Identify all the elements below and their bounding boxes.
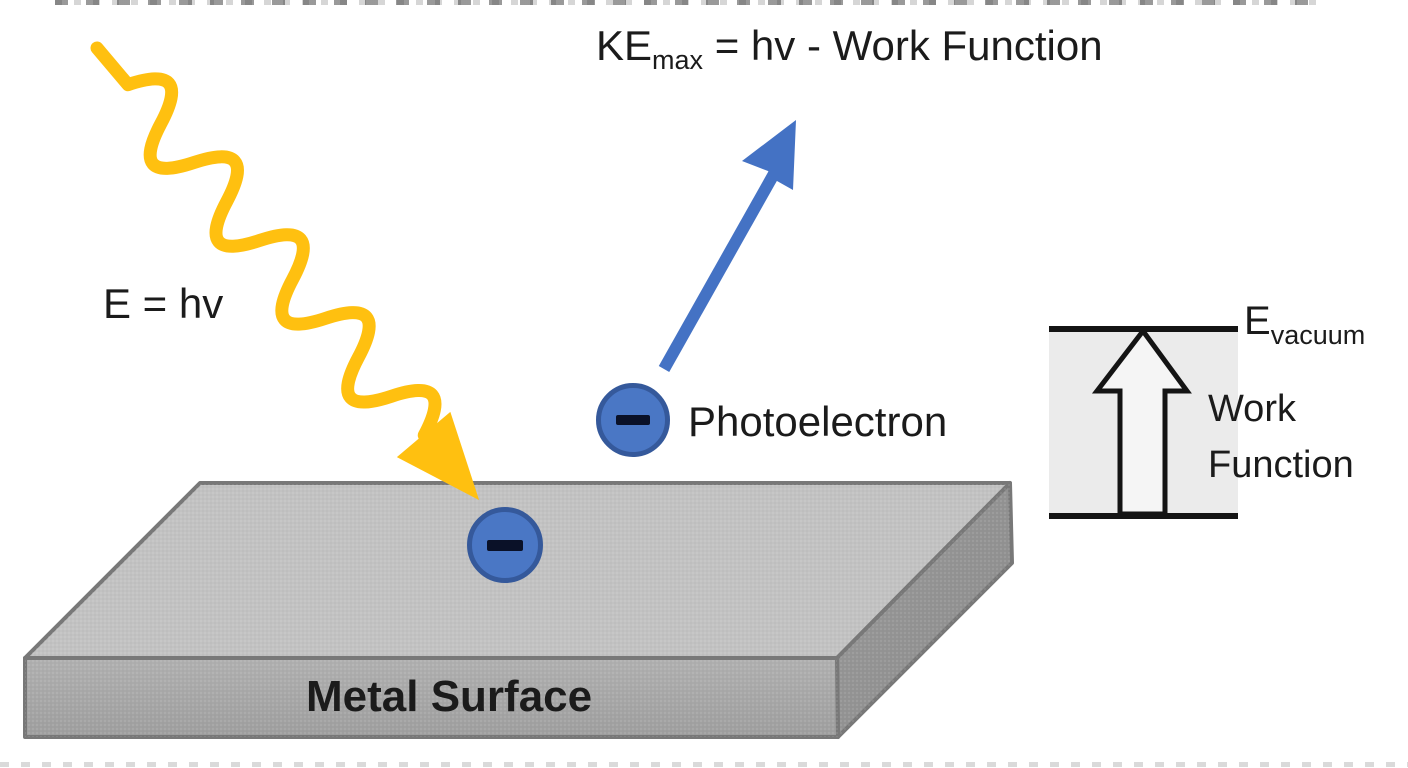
photoelectron-arrow-shaft [658,169,781,372]
equation-term: KE [596,22,653,69]
bottom-edge-artifact [0,762,1408,767]
vacuum-energy-label: Evacuum [1244,298,1365,350]
photoelectron [596,383,670,457]
photon-wave-path [90,41,442,442]
work-function-label-line2: Function [1208,444,1354,486]
vacuum-term: E [1244,299,1271,343]
equation-subscript: max [652,45,704,75]
photoelectron-label: Photoelectron [688,398,948,445]
kinetic-energy-equation: KEmax = hv - Work Function [596,22,1103,75]
minus-sign [487,539,523,551]
minus-sign [616,415,650,425]
photon-wavy-arrow-icon [90,41,480,501]
work-function-label-line1: Work [1208,388,1296,430]
metal-slab [23,481,1014,739]
photoelectron-arrowhead [742,120,796,190]
top-edge-artifact [55,0,1325,5]
photon-arrowhead [396,411,480,501]
equation-rhs: = hv - Work Function [703,22,1103,69]
surface-electron [467,507,543,583]
metal-slab-front-face-texture [25,658,838,737]
work-function-inset [1049,326,1238,519]
vacuum-subscript: vacuum [1270,320,1366,350]
metal-surface-label: Metal Surface [306,672,593,721]
photon-energy-label: E = hv [103,280,224,327]
metal-slab-side-face-texture [837,483,1012,737]
photoelectron-arrow-icon [658,120,796,372]
